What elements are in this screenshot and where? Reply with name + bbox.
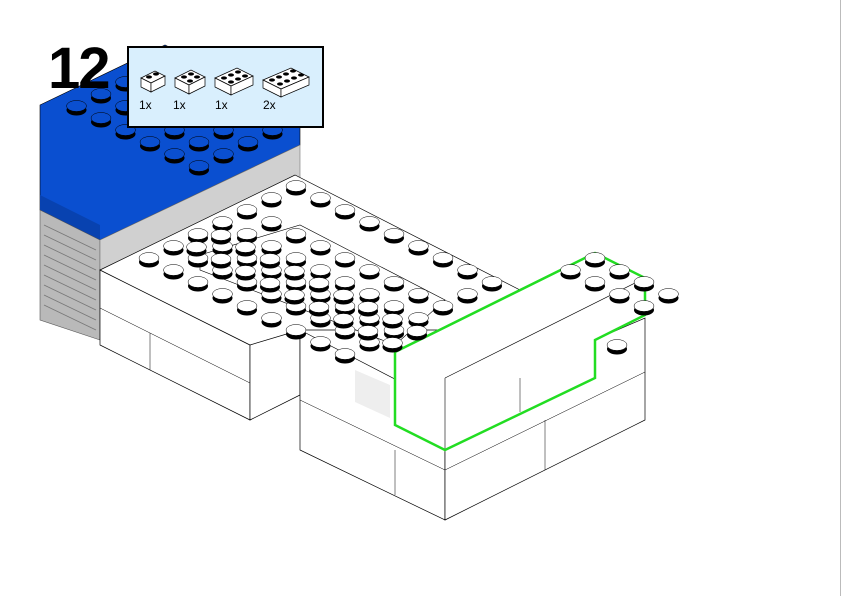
- stud: [633, 276, 655, 292]
- stud: [139, 136, 161, 152]
- stud: [187, 228, 209, 244]
- stud: [187, 276, 209, 292]
- stud: [261, 312, 282, 328]
- stud: [432, 300, 454, 316]
- stud: [359, 216, 380, 232]
- stud: [284, 289, 305, 305]
- stud: [334, 204, 356, 220]
- page-border: [840, 0, 841, 596]
- stud: [457, 288, 478, 304]
- stud: [633, 300, 655, 316]
- stud: [261, 216, 282, 232]
- stud: [382, 313, 403, 329]
- stud: [408, 240, 429, 256]
- stud: [383, 300, 405, 316]
- stud: [66, 100, 87, 116]
- stud: [212, 288, 233, 304]
- stud: [382, 337, 403, 353]
- stud: [259, 253, 281, 269]
- stud: [236, 228, 258, 244]
- stud: [383, 276, 405, 292]
- stud: [334, 252, 356, 268]
- stud: [235, 265, 256, 281]
- stud: [359, 288, 380, 304]
- stud: [186, 241, 207, 257]
- part-brick-2x2: [173, 66, 207, 96]
- stud: [408, 312, 429, 328]
- stud: [163, 264, 184, 280]
- stud: [285, 252, 307, 268]
- stud: [285, 180, 307, 196]
- part-qty: 2x: [263, 98, 276, 112]
- stud: [235, 241, 256, 257]
- part-qty: 1x: [215, 98, 228, 112]
- stud: [560, 264, 581, 280]
- stud: [606, 339, 628, 355]
- stud: [334, 348, 356, 364]
- stud: [236, 300, 258, 316]
- stud: [457, 264, 478, 280]
- part-qty: 1x: [173, 98, 186, 112]
- stud: [357, 325, 379, 341]
- stud: [310, 240, 331, 256]
- part-brick-2x3: [213, 66, 255, 96]
- studs: [66, 64, 679, 364]
- stud: [237, 136, 259, 152]
- stud: [164, 148, 185, 164]
- stud: [210, 253, 232, 269]
- stud: [406, 325, 428, 341]
- stud: [481, 276, 503, 292]
- stud: [261, 192, 282, 208]
- part-brick-2x4: [261, 66, 311, 98]
- stud: [285, 324, 307, 340]
- stud: [284, 265, 305, 281]
- stud: [261, 240, 282, 256]
- stud: [310, 192, 331, 208]
- stud: [285, 228, 307, 244]
- stud: [90, 112, 112, 128]
- stud: [259, 277, 281, 293]
- stud: [584, 276, 606, 292]
- stud: [236, 252, 258, 268]
- stud: [310, 336, 331, 352]
- stud: [213, 148, 234, 164]
- stud: [658, 288, 679, 304]
- step-number: 12: [48, 36, 110, 101]
- stud: [609, 264, 630, 280]
- stud: [357, 301, 379, 317]
- stud: [432, 252, 454, 268]
- parts-list-callout: 1x 1x 1x 2x: [127, 46, 324, 128]
- stud: [236, 204, 258, 220]
- new-brick-highlighted: [393, 251, 647, 452]
- stud: [188, 136, 210, 152]
- stud: [308, 277, 330, 293]
- stud: [188, 160, 210, 176]
- transparent-brick: [355, 370, 390, 418]
- stud: [163, 240, 184, 256]
- stud: [334, 276, 356, 292]
- stud: [90, 88, 112, 104]
- stud: [359, 264, 380, 280]
- stud: [408, 288, 429, 304]
- stud: [310, 264, 331, 280]
- stud: [383, 228, 405, 244]
- stud: [212, 216, 233, 232]
- stud: [333, 289, 354, 305]
- stud: [333, 313, 354, 329]
- part-qty: 1x: [139, 98, 152, 112]
- stud: [609, 288, 630, 304]
- part-brick-1x2: [139, 66, 167, 94]
- stud: [138, 252, 160, 268]
- stud: [308, 301, 330, 317]
- stud: [210, 229, 232, 245]
- stud: [584, 252, 606, 268]
